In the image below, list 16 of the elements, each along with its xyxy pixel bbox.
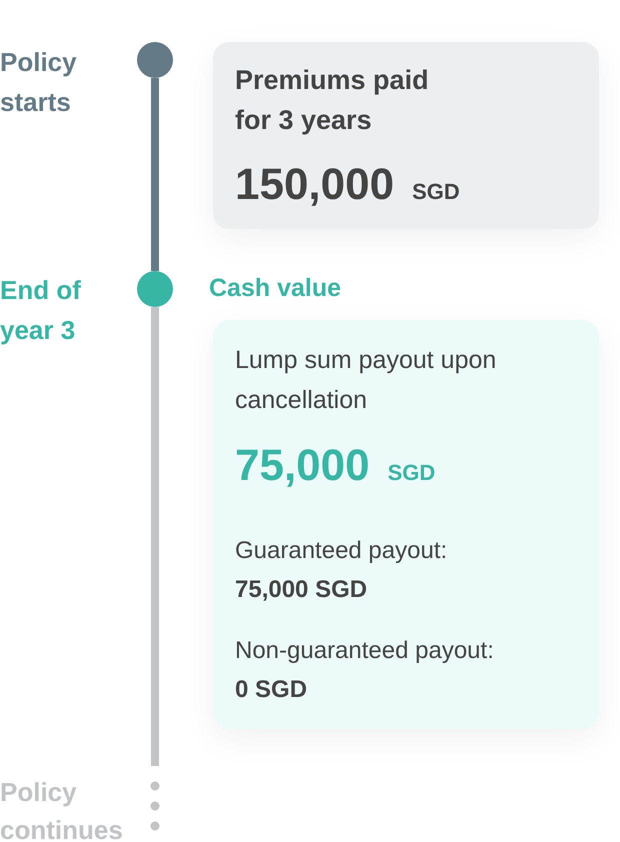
currency-label: SGD — [412, 179, 460, 205]
payout-value: 0 SGD — [235, 675, 308, 705]
payout-label: Guaranteed payout: — [235, 536, 448, 566]
description-text: Lump sum payout upon cancellation — [235, 345, 498, 416]
timeline-line — [151, 307, 159, 766]
section-heading: Cash value — [209, 273, 342, 304]
amount-value: 75,000 — [235, 440, 370, 492]
timeline-label: Policy continues — [0, 776, 124, 842]
timeline-label: End of year 3 — [0, 274, 82, 347]
card-title: Premiums paid for 3 years — [235, 64, 430, 137]
payout-value: 75,000 SGD — [235, 575, 368, 605]
amount-value: 150,000 — [235, 159, 394, 211]
timeline-label: Policy starts — [0, 46, 78, 119]
timeline-line — [151, 78, 159, 271]
payout-label: Non-guaranteed payout: — [235, 636, 495, 666]
currency-label: SGD — [388, 460, 436, 486]
